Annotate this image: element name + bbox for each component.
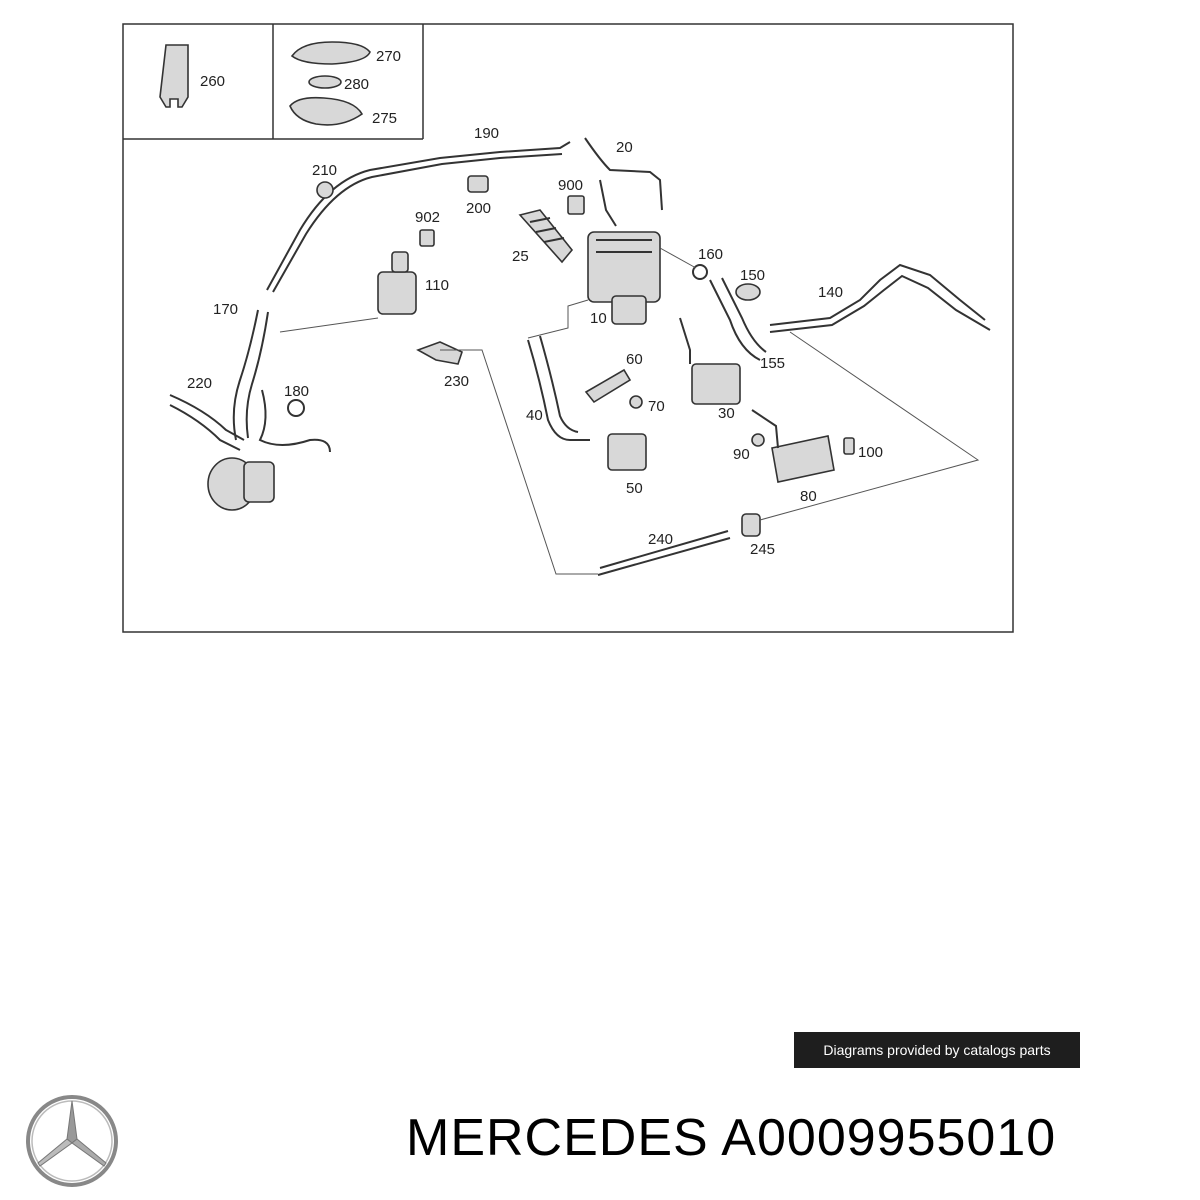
leader-line: [659, 247, 697, 269]
part-190-hose: [266, 141, 571, 293]
part-10-heater-unit: [587, 231, 661, 325]
leader-line: [440, 349, 598, 575]
callout-40: 40: [526, 407, 543, 424]
callout-10: 10: [590, 310, 607, 327]
part-80-bracket: [751, 409, 835, 483]
callout-90: 90: [733, 446, 750, 463]
brand-name: MERCEDES: [406, 1109, 709, 1167]
brand-part-number: MERCEDES A0009955010: [406, 1108, 1056, 1168]
part-100-bolt: [843, 437, 855, 455]
part-25-bellows: [518, 209, 574, 264]
part-50-filter: [607, 433, 647, 471]
part-245-grommet: [741, 513, 761, 537]
callout-80: 80: [800, 488, 817, 505]
callout-20: 20: [616, 139, 633, 156]
part-210-grommet: [316, 181, 334, 199]
part-240-tube: [597, 530, 731, 576]
part-220-pump: [207, 457, 275, 511]
part-30-bracket: [679, 317, 741, 405]
callout-210: 210: [312, 162, 337, 179]
callout-150: 150: [740, 267, 765, 284]
callout-190: 190: [474, 125, 499, 142]
part-170-hose: [232, 309, 269, 441]
callout-170: 170: [213, 301, 238, 318]
callout-30: 30: [718, 405, 735, 422]
part-280-seal: [308, 75, 342, 89]
callout-260: 260: [200, 73, 225, 90]
part-155-hose: [709, 277, 767, 361]
part-200-clip: [467, 175, 489, 193]
part-275-gasket: [289, 96, 364, 126]
callout-50: 50: [626, 480, 643, 497]
callout-230: 230: [444, 373, 469, 390]
callout-180: 180: [284, 383, 309, 400]
callout-240: 240: [648, 531, 673, 548]
callout-200: 200: [466, 200, 491, 217]
part-160-clamp: [692, 264, 708, 280]
part-70-nut: [629, 395, 643, 409]
leader-line: [759, 331, 980, 521]
part-140-pipe: [769, 263, 991, 333]
credit-banner: Diagrams provided by catalogs parts: [794, 1032, 1080, 1068]
callout-280: 280: [344, 76, 369, 93]
part-180-clamp: [287, 399, 305, 417]
part-40-hose: [527, 335, 590, 441]
diagram-frame: [122, 23, 1014, 633]
leader-line: [527, 299, 589, 339]
callout-70: 70: [648, 398, 665, 415]
part-150-seal: [735, 283, 761, 301]
callout-275: 275: [372, 110, 397, 127]
callout-25: 25: [512, 248, 529, 265]
callout-60: 60: [626, 351, 643, 368]
part-110-valve: [377, 251, 417, 315]
part-902-connector: [419, 229, 435, 247]
callout-220: 220: [187, 375, 212, 392]
leader-line: [279, 317, 379, 333]
part-90-nut: [751, 433, 765, 447]
callout-270: 270: [376, 48, 401, 65]
mercedes-star-icon: [26, 1095, 118, 1187]
part-220-hose: [169, 394, 245, 451]
callout-110: 110: [425, 277, 449, 294]
part-60-bracket: [584, 368, 632, 404]
callout-900: 900: [558, 177, 583, 194]
callout-155: 155: [760, 355, 785, 372]
part-270-cover: [290, 41, 371, 65]
callout-160: 160: [698, 246, 723, 263]
part-number: A0009955010: [721, 1109, 1057, 1167]
part-180-hose: [258, 389, 331, 453]
part-900-connector: [567, 195, 585, 215]
callout-140: 140: [818, 284, 843, 301]
callout-245: 245: [750, 541, 775, 558]
part-230-fitting: [416, 341, 463, 365]
part-260-control-unit: [159, 44, 189, 108]
part-20-pipe: [584, 137, 663, 227]
callout-100: 100: [858, 444, 883, 461]
callout-902: 902: [415, 209, 440, 226]
